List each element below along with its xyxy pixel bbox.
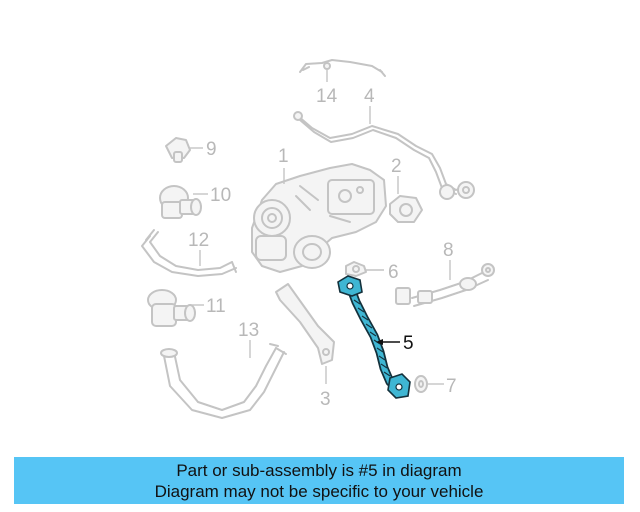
callout-11: 11 xyxy=(206,296,226,317)
callout-13: 13 xyxy=(238,320,259,341)
callout-9: 9 xyxy=(206,139,217,160)
callout-3: 3 xyxy=(320,389,331,410)
banner-line-2: Diagram may not be specific to your vehi… xyxy=(154,481,484,501)
part-6-gasket xyxy=(345,261,367,277)
parts-diagram: 14 4 9 10 1 xyxy=(141,59,495,419)
part-11-valve xyxy=(147,289,196,327)
callout-8: 8 xyxy=(443,240,454,261)
part-8-rod xyxy=(395,263,495,307)
part-7-washer xyxy=(414,375,428,393)
part-2-gasket xyxy=(389,195,423,223)
callout-1: 1 xyxy=(278,146,289,167)
callout-5: 5 xyxy=(403,333,414,354)
callout-12: 12 xyxy=(188,230,209,251)
callout-2: 2 xyxy=(391,156,402,177)
leader-5-arrowhead xyxy=(376,339,383,345)
callout-10: 10 xyxy=(210,185,231,206)
part-5-oil-line xyxy=(337,275,411,399)
info-banner: Part or sub-assembly is #5 in diagram Di… xyxy=(14,457,624,504)
banner-line-1: Part or sub-assembly is #5 in diagram xyxy=(176,460,462,480)
part-13-hose xyxy=(160,343,287,419)
part-1-turbocharger xyxy=(251,163,387,273)
part-14-tube xyxy=(299,59,386,77)
callout-14: 14 xyxy=(316,86,338,107)
callout-4: 4 xyxy=(364,86,375,107)
part-10-valve xyxy=(159,185,202,219)
part-4-tube xyxy=(293,111,475,200)
part-9-sensor xyxy=(165,137,191,163)
callout-7: 7 xyxy=(446,376,457,397)
callout-6: 6 xyxy=(388,262,399,283)
part-3-bracket xyxy=(275,283,335,365)
part-12-hose xyxy=(141,229,237,277)
